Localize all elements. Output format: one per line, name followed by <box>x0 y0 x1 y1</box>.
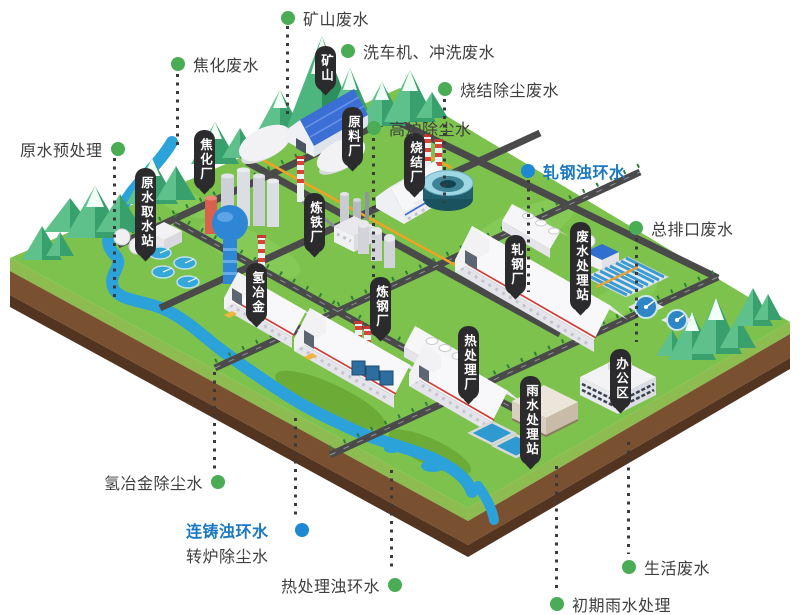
callout-coking-wastewater: 焦化废水 <box>171 52 259 76</box>
green-dot-icon <box>110 142 125 156</box>
mine-mountain <box>286 36 322 130</box>
leader-raw-water-pretreatment <box>113 158 116 298</box>
callout-car-wash-wastewater: 洗车机、冲洗废水 <box>341 39 495 63</box>
tag-rainwater-station: 雨水处理站 <box>520 376 541 465</box>
leader-coking-wastewater <box>176 74 179 146</box>
tag-hydrogen-metallurgy: 氢冶金 <box>246 263 267 323</box>
leader-rolling-circulating <box>527 180 530 292</box>
leader-domestic <box>627 442 630 554</box>
building-coking-plant-art <box>205 156 305 234</box>
green-dot-icon <box>622 560 636 574</box>
leader-mine-wastewater <box>286 26 289 118</box>
green-dot-icon <box>211 475 226 489</box>
leader-sintering-dust <box>443 99 446 203</box>
vehicles <box>224 199 425 360</box>
callout-casting-turbid-water: 连铸浊环水 <box>186 518 309 542</box>
green-dot-icon <box>629 221 643 235</box>
leader-hydrogen-dust <box>213 372 216 469</box>
callout-heat-treatment-turbid-water: 热处理浊环水 <box>281 573 403 597</box>
tag-office-area: 办公区 <box>610 349 631 409</box>
leader-heat-circulating <box>390 470 393 572</box>
building-steelmaking-plant-art <box>293 308 426 408</box>
callout-domestic-wastewater: 生活废水 <box>622 555 710 579</box>
leader-blast-furnace-dust <box>372 138 375 298</box>
continuous-caster-art <box>351 360 394 386</box>
tag-wastewater-station: 废水处理站 <box>570 222 591 311</box>
green-dot-icon <box>341 44 355 58</box>
blue-dot-icon <box>294 523 309 537</box>
callout-rolling-turbid-water: 轧钢浊环水 <box>521 159 626 183</box>
tag-raw-water-intake: 原水取水站 <box>135 168 156 257</box>
green-dot-icon <box>550 597 564 611</box>
blue-dot-icon <box>521 164 535 178</box>
gas-tanks-art <box>358 220 395 268</box>
tag-sintering-plant: 烧结厂 <box>404 133 425 193</box>
callout-sintering-dust-wastewater: 烧结除尘废水 <box>438 77 559 101</box>
green-dot-icon <box>388 578 403 592</box>
callout-initial-rainwater: 初期雨水处理 <box>550 592 671 615</box>
tag-raw-material-plant: 原料厂 <box>342 107 363 167</box>
green-dot-icon <box>367 121 381 135</box>
leader-casting-circulating <box>294 418 297 517</box>
callout-hydrogen-dust-water: 氢冶金除尘水 <box>104 470 226 494</box>
roadside-trees <box>214 163 641 363</box>
callout-blast-furnace-dust-water: 高炉除尘水 <box>367 116 472 140</box>
callout-raw-water-pretreatment: 原水预处理 <box>20 137 125 161</box>
green-dot-icon <box>281 11 295 25</box>
green-dot-icon <box>171 57 185 71</box>
callout-outfall-wastewater: 总排口废水 <box>629 216 734 240</box>
callout-converter-dust-water: 转炉除尘水 <box>186 549 269 566</box>
callout-mine-wastewater: 矿山废水 <box>281 6 369 30</box>
leader-initial-rain <box>555 466 558 591</box>
tag-rolling-mill: 轧钢厂 <box>505 235 526 295</box>
leader-outfall <box>635 238 638 342</box>
tag-coking-plant: 焦化厂 <box>194 130 215 190</box>
waterfall <box>473 481 499 525</box>
tag-ironmaking-plant: 炼铁厂 <box>304 193 325 253</box>
green-dot-icon <box>438 82 452 96</box>
tag-heat-treatment-plant: 热处理厂 <box>458 326 479 400</box>
annular-cooler-art <box>422 170 474 211</box>
tag-mine: 矿山 <box>315 46 336 91</box>
tag-steelmaking-plant: 炼钢厂 <box>370 277 391 337</box>
